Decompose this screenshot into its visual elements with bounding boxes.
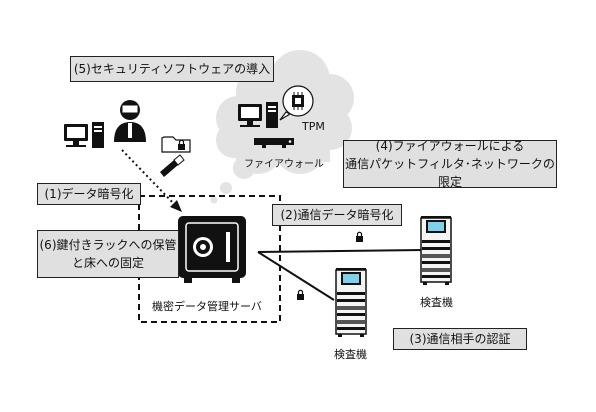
safe-server-icon [178, 216, 246, 283]
cloud-computer-icon [238, 102, 278, 128]
inspection-machine-label: 検査機 [420, 296, 453, 309]
auth-box: (3)通信相手の認証 [393, 328, 527, 350]
security-software-box: (5)セキュリティソフトウェアの導入 [70, 56, 274, 82]
usb-stick-icon [160, 154, 185, 177]
tpm-label: TPM [302, 120, 325, 133]
data-encrypt-box: (1)データ暗号化 [37, 183, 141, 205]
locked-folder-icon [161, 136, 191, 153]
inspection-machine-label: 検査機 [334, 348, 367, 361]
rack-box: (6)鍵付きラックへの保管 と床への固定 [37, 230, 179, 278]
firewall-label: ファイアウォール [244, 159, 324, 170]
inspection-machine-icon [420, 216, 452, 285]
rack-label-line2: と床への固定 [71, 256, 144, 270]
lock-icon [356, 231, 363, 242]
firewall-limit-label-line1: (4)ファイアウォールによる [375, 139, 525, 153]
lock-icon [297, 289, 304, 300]
firewall-limit-box: (4)ファイアウォールによる 通信パケットフィルタ･ネットワークの限定 [343, 139, 557, 189]
rack-label-line1: (6)鍵付きラックへの保管 [39, 238, 177, 252]
firewall-device-icon [254, 138, 294, 148]
security-software-label: (5)セキュリティソフトウェアの導入 [73, 62, 271, 76]
comm-encrypt-box: (2)通信データ暗号化 [272, 204, 402, 226]
link-to-inspection2 [257, 251, 335, 301]
tpm-chip-icon [279, 85, 314, 121]
server-label: 機密データ管理サーバ [152, 300, 262, 313]
firewall-limit-label-line2: 通信パケットフィルタ･ネットワークの限定 [345, 157, 555, 189]
data-encrypt-label: (1)データ暗号化 [44, 187, 134, 201]
user-icon [114, 100, 146, 142]
computer-icon [64, 122, 104, 148]
auth-label: (3)通信相手の認証 [409, 332, 511, 346]
access-arrow [121, 149, 182, 212]
link-to-inspection1 [257, 249, 425, 253]
comm-encrypt-label: (2)通信データ暗号化 [280, 208, 394, 222]
inspection-machine-icon [335, 268, 367, 337]
